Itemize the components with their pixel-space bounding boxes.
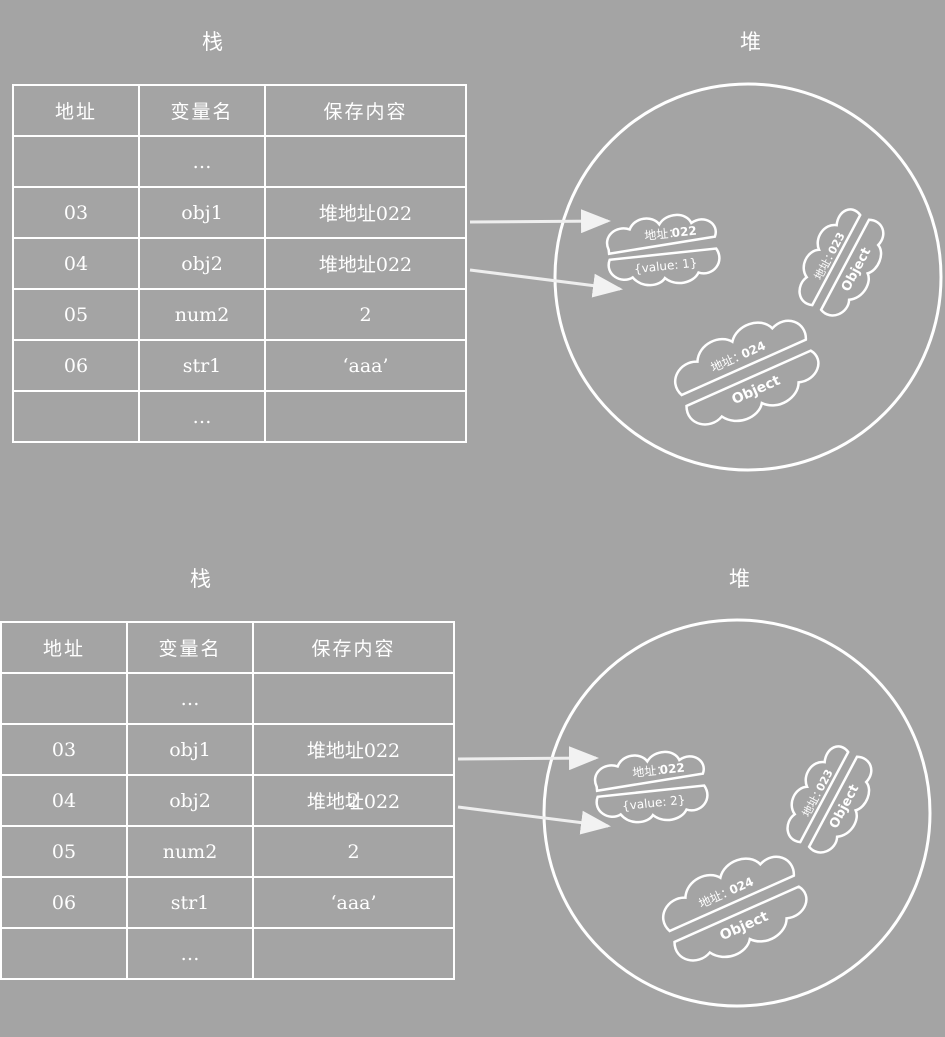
heap-object-023: 地址： 023 Object: [798, 208, 885, 317]
cell-content: [252, 672, 455, 725]
cell-address: 04: [0, 774, 128, 827]
table-row: …: [12, 135, 467, 188]
table-row: 05 num2 2: [12, 288, 467, 341]
table-row: 03 obj1 堆地址022: [0, 723, 455, 776]
heap-object-022: 地址： 022 {value: 1}: [605, 213, 721, 287]
heap-title: 堆: [729, 567, 751, 591]
cell-content: 2: [264, 288, 467, 341]
pointer-arrow-obj2: [457, 805, 611, 835]
cell-address: [12, 390, 140, 443]
pointer-arrow-obj1: [457, 746, 599, 771]
cell-variable: num2: [126, 825, 254, 878]
heap-022-address-value: 022: [659, 761, 685, 778]
heap-022-address: 地址：: [632, 762, 669, 780]
cell-variable: …: [126, 672, 254, 725]
cell-variable: obj1: [126, 723, 254, 776]
diagram-panel-2: 栈 堆 地址 变量名 保存内容 … 03 obj1 堆地址022 04 obj2…: [0, 537, 945, 1037]
heap-diagram: 地址： 022 {value: 1} 地址： 023 Object 地址： 02…: [469, 82, 943, 472]
header-variable-name: 变量名: [126, 621, 254, 674]
cell-address: 06: [0, 876, 128, 929]
cell-address: 04: [12, 237, 140, 290]
heap-024-content: Object: [729, 372, 783, 408]
stack-title: 栈: [202, 30, 224, 54]
cell-address: [12, 135, 140, 188]
header-address: 地址: [0, 621, 128, 674]
cell-variable: str1: [138, 339, 266, 392]
heap-diagram: 地址： 022 {value: 2} 地址： 023 Object 地址： 02…: [457, 618, 932, 1008]
original-value: 堆地址022: [306, 791, 401, 813]
cell-content: 2: [252, 825, 455, 878]
heap-022-address: 地址：: [644, 225, 681, 243]
heap-023-content: Object: [839, 245, 875, 294]
header-saved-content: 保存内容: [264, 84, 467, 137]
overwritten-content: 堆地址022 2: [307, 787, 400, 814]
cell-address: 05: [0, 825, 128, 878]
heap-023-content: Object: [827, 782, 863, 831]
table-row: 04 obj2 堆地址022 2: [0, 774, 455, 827]
header-saved-content: 保存内容: [252, 621, 455, 674]
cell-variable: …: [138, 135, 266, 188]
cell-variable: obj1: [138, 186, 266, 239]
header-address: 地址: [12, 84, 140, 137]
cell-content: [264, 135, 467, 188]
cell-address: 03: [12, 186, 140, 239]
heap-022-address-value: 022: [671, 224, 697, 241]
cell-address: 03: [0, 723, 128, 776]
table-row: …: [0, 927, 455, 980]
heap-022-content: {value: 1}: [633, 256, 698, 277]
heap-object-024: 地址： 024 Object: [662, 855, 808, 962]
table-row: …: [0, 672, 455, 725]
cell-content: 堆地址022: [264, 186, 467, 239]
heap-object-024: 地址： 024 Object: [674, 319, 820, 426]
table-row: 05 num2 2: [0, 825, 455, 878]
overlay-value: 2: [347, 789, 360, 812]
cell-content: 堆地址022: [264, 237, 467, 290]
cell-content: 堆地址022: [252, 723, 455, 776]
cell-address: 06: [12, 339, 140, 392]
cell-variable: obj2: [126, 774, 254, 827]
table-header-row: 地址 变量名 保存内容: [0, 621, 455, 674]
cell-address: [0, 672, 128, 725]
heap-object-022: 地址： 022 {value: 2}: [593, 750, 709, 824]
cell-content: ‘aaa’: [264, 339, 467, 392]
cell-variable: obj2: [138, 237, 266, 290]
table-row: 06 str1 ‘aaa’: [0, 876, 455, 929]
header-variable-name: 变量名: [138, 84, 266, 137]
table-row: 04 obj2 堆地址022: [12, 237, 467, 290]
heap-circle: [542, 618, 932, 1008]
heap-circle: [553, 82, 943, 472]
table-row: 03 obj1 堆地址022: [12, 186, 467, 239]
table-row: 06 str1 ‘aaa’: [12, 339, 467, 392]
heap-object-023: 地址： 023 Object: [786, 745, 873, 854]
stack-table: 地址 变量名 保存内容 … 03 obj1 堆地址022 04 obj2 堆地址…: [12, 84, 467, 443]
heap-022-content: {value: 2}: [621, 793, 686, 814]
cell-variable: …: [126, 927, 254, 980]
cell-variable: num2: [138, 288, 266, 341]
stack-table: 地址 变量名 保存内容 … 03 obj1 堆地址022 04 obj2 堆地址…: [0, 621, 455, 980]
pointer-arrow-obj2: [469, 268, 623, 298]
cell-address: 05: [12, 288, 140, 341]
table-row: …: [12, 390, 467, 443]
cell-content: [252, 927, 455, 980]
pointer-arrow-obj1: [469, 209, 611, 234]
cell-variable: str1: [126, 876, 254, 929]
cell-content: [264, 390, 467, 443]
heap-024-content: Object: [717, 908, 771, 944]
cell-variable: …: [138, 390, 266, 443]
cell-address: [0, 927, 128, 980]
cell-content: ‘aaa’: [252, 876, 455, 929]
stack-title: 栈: [190, 567, 212, 591]
table-header-row: 地址 变量名 保存内容: [12, 84, 467, 137]
heap-title: 堆: [740, 30, 762, 54]
diagram-panel-1: 栈 堆 地址 变量名 保存内容 … 03 obj1 堆地址022 04 obj2…: [0, 0, 945, 500]
cell-content-overwritten: 堆地址022 2: [252, 774, 455, 827]
